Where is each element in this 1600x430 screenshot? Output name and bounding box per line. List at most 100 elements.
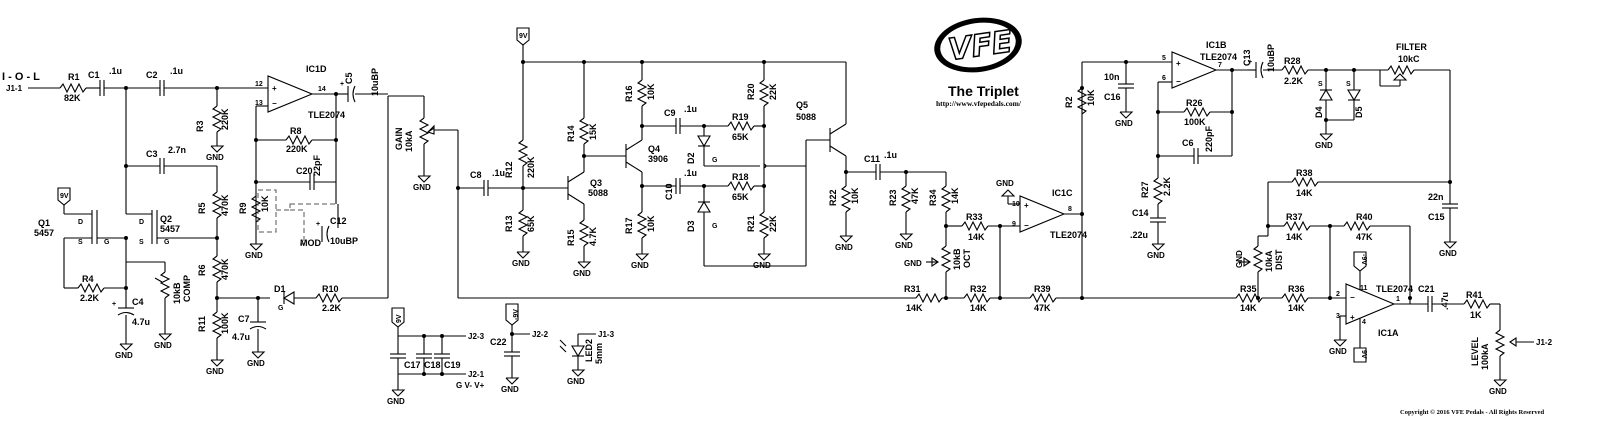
svg-text:47K: 47K	[1356, 232, 1373, 242]
svg-text:GND: GND	[835, 243, 853, 252]
9v-flag-ic1a	[1353, 347, 1367, 363]
svg-text:R35: R35	[1240, 284, 1257, 294]
svg-text:65K: 65K	[732, 192, 749, 202]
svg-text:R22: R22	[828, 189, 838, 206]
c18-capacitor	[416, 353, 432, 359]
website-url: http://www.vfepedals.com/	[936, 99, 1022, 108]
svg-text:14K: 14K	[1286, 232, 1303, 242]
svg-text:R27: R27	[1140, 181, 1150, 198]
svg-text:13: 13	[255, 100, 263, 107]
svg-text:+: +	[316, 221, 320, 228]
svg-text:22K: 22K	[768, 215, 778, 232]
svg-text:GND: GND	[206, 367, 224, 376]
svg-text:−: −	[1350, 293, 1355, 302]
svg-text:C2: C2	[146, 70, 158, 80]
svg-text:100kA: 100kA	[1480, 343, 1490, 370]
svg-text:C4: C4	[132, 297, 144, 307]
svg-text:+: +	[1350, 313, 1355, 322]
r16-resistor	[637, 79, 647, 107]
svg-text:R20: R20	[746, 83, 756, 100]
svg-text:14K: 14K	[968, 232, 985, 242]
svg-text:GND: GND	[895, 241, 913, 250]
svg-text:R38: R38	[1296, 168, 1313, 178]
svg-text:S: S	[78, 239, 83, 246]
svg-text:470K: 470K	[220, 194, 230, 216]
svg-text:5: 5	[1162, 55, 1166, 62]
c16-capacitor	[1118, 83, 1134, 89]
r33-resistor	[961, 221, 989, 231]
svg-text:S: S	[1346, 81, 1351, 88]
svg-text:C11: C11	[864, 154, 880, 164]
svg-text:65K: 65K	[526, 215, 536, 232]
svg-text:22n: 22n	[1428, 192, 1444, 202]
svg-text:Q2: Q2	[160, 214, 172, 224]
svg-text:GND: GND	[1315, 141, 1333, 150]
svg-text:C8: C8	[470, 170, 482, 180]
svg-text:R26: R26	[1186, 98, 1203, 108]
svg-text:C7: C7	[238, 314, 250, 324]
svg-text:12: 12	[255, 81, 263, 88]
svg-text:10kB: 10kB	[952, 248, 962, 270]
r20-resistor	[759, 79, 769, 107]
9v-flag	[57, 187, 71, 206]
svg-text:R4: R4	[82, 274, 94, 284]
svg-text:GND: GND	[904, 259, 922, 268]
svg-text:D3: D3	[686, 220, 696, 232]
svg-text:R1: R1	[68, 72, 80, 82]
svg-text:TLE2074: TLE2074	[1050, 230, 1087, 240]
svg-text:IC1C: IC1C	[1052, 188, 1073, 198]
svg-text:R8: R8	[290, 126, 302, 136]
svg-text:5457: 5457	[160, 224, 180, 234]
svg-text:COMP: COMP	[182, 275, 192, 302]
svg-text:LEVEL: LEVEL	[1470, 336, 1480, 366]
9v-flag-psu	[391, 307, 405, 328]
svg-text:GND: GND	[247, 359, 265, 368]
svg-text:2: 2	[1336, 291, 1340, 298]
d3-diode	[697, 200, 711, 213]
c13-capacitor	[1255, 61, 1264, 79]
r31-resistor	[915, 293, 943, 303]
r41-resistor	[1463, 299, 1491, 309]
r28-resistor	[1281, 65, 1309, 75]
svg-text:4.7u: 4.7u	[232, 332, 250, 342]
svg-text:11: 11	[1360, 285, 1368, 292]
c1-capacitor	[99, 80, 105, 96]
9v-flag	[516, 27, 530, 46]
svg-text:82K: 82K	[64, 93, 81, 103]
svg-text:DIST: DIST	[1274, 249, 1284, 270]
svg-text:−: −	[1024, 221, 1029, 230]
svg-text:2.2K: 2.2K	[1162, 176, 1172, 196]
svg-text:10uBP: 10uBP	[330, 236, 358, 246]
dist-pot	[1253, 245, 1263, 273]
svg-text:D: D	[78, 219, 83, 226]
svg-text:10kC: 10kC	[1398, 54, 1420, 64]
svg-text:4: 4	[1362, 319, 1366, 326]
c2-capacitor	[159, 80, 165, 96]
svg-text:14K: 14K	[970, 303, 987, 313]
svg-text:J1-3: J1-3	[598, 330, 615, 339]
c19-capacitor	[434, 353, 450, 359]
r40-resistor	[1343, 221, 1371, 231]
led2-diode	[559, 339, 585, 358]
c17-capacitor	[390, 353, 406, 359]
svg-text:R40: R40	[1356, 212, 1373, 222]
svg-text:14K: 14K	[1240, 303, 1257, 313]
filter-pot	[1387, 65, 1415, 75]
svg-text:S: S	[139, 239, 144, 246]
svg-text:R33: R33	[966, 212, 983, 222]
svg-text:R18: R18	[732, 172, 749, 182]
svg-text:GND: GND	[154, 341, 172, 350]
svg-text:C15: C15	[1428, 212, 1445, 222]
svg-text:C10: C10	[664, 183, 674, 200]
svg-text:GND: GND	[1235, 250, 1244, 268]
svg-text:9V: 9V	[60, 193, 69, 200]
svg-text:GND: GND	[501, 385, 519, 394]
svg-text:R9: R9	[238, 202, 248, 214]
svg-text:10kB: 10kB	[172, 282, 182, 304]
svg-text:22pF: 22pF	[312, 154, 322, 176]
svg-text:GND: GND	[1489, 387, 1507, 396]
svg-text:.1u: .1u	[109, 66, 122, 76]
d2-diode	[697, 135, 711, 148]
svg-text:R5: R5	[197, 202, 207, 214]
svg-text:-9V: -9V	[1360, 254, 1367, 265]
